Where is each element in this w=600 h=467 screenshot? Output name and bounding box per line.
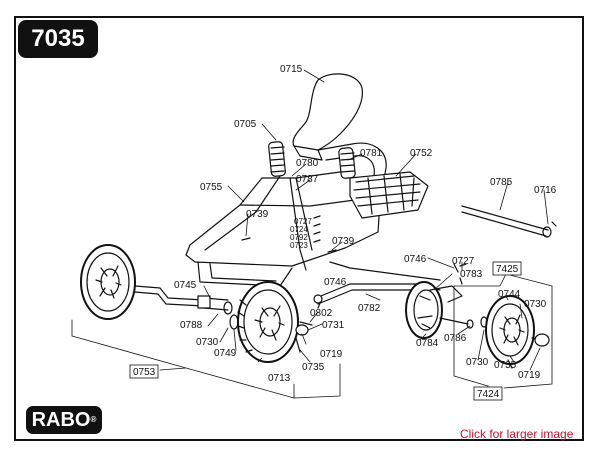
label-nut-center: 0802 <box>310 308 333 319</box>
larger-image-link[interactable]: Click for larger image <box>460 427 574 441</box>
label-screw-b: 0724 <box>290 225 308 234</box>
left-wheel-shape <box>80 244 136 320</box>
label-handle-grip-left: 0705 <box>234 119 257 130</box>
label-front-axle: 0745 <box>174 280 197 291</box>
label-washer-bottom: 0730 <box>466 357 489 368</box>
rear-axle-shape <box>461 205 557 238</box>
label-bolt-center: 0739 <box>332 236 355 247</box>
label-steering-link: 0746 <box>324 277 347 288</box>
diagram-frame[interactable] <box>14 16 584 441</box>
label-screw-right: 0727 <box>452 256 475 267</box>
center-wheel-shape <box>223 281 313 363</box>
label-seat: 0715 <box>280 64 303 75</box>
left-grip-shape <box>268 141 286 177</box>
right-grip-shape <box>338 147 356 179</box>
label-wheel-assembly: 0744 <box>498 289 521 300</box>
label-screw-c: 0792 <box>290 233 308 242</box>
label-wheel-front: 0713 <box>268 373 291 384</box>
label-handle-grip-right: 0781 <box>360 148 383 159</box>
label-bushing: 0786 <box>444 333 467 344</box>
label-screw-d: 0723 <box>290 241 308 250</box>
label-washer-left-2: 0730 <box>196 337 219 348</box>
right-wheel-shape <box>480 295 550 369</box>
kit-box-bottom <box>473 386 503 401</box>
label-rear-axle: 0785 <box>490 177 513 188</box>
label-bolt-left: 0739 <box>246 209 269 220</box>
label-washer-center: 0731 <box>322 320 345 331</box>
label-cap-bottom: 0719 <box>518 370 541 381</box>
hub-wheel-shape <box>405 263 474 339</box>
group-box-front <box>129 364 159 379</box>
label-screw-a: 0727 <box>294 217 312 226</box>
footrest-shape <box>349 171 429 219</box>
brand-logo: RABO® <box>26 406 102 434</box>
label-steering-link-upper: 0746 <box>404 254 427 265</box>
label-washer-right: 0730 <box>524 299 547 310</box>
label-hub: 0784 <box>416 338 439 349</box>
kit-box-top <box>492 261 522 276</box>
group-bracket-lines <box>71 273 553 399</box>
label-washer-left: 0788 <box>180 320 203 331</box>
label-wheel-kit-bottom: 7424 <box>477 389 500 400</box>
label-frame-pin: 0787 <box>296 174 319 185</box>
frame-shape <box>185 142 387 287</box>
part-labels: 0715 0705 0781 0780 0787 0752 0755 0785 … <box>174 64 557 384</box>
kit-labels: 7425 7424 0753 <box>129 261 522 401</box>
seat-shape <box>292 73 364 161</box>
label-footrest: 0752 <box>410 148 433 159</box>
label-frame: 0755 <box>200 182 223 193</box>
label-tie-rod: 0782 <box>358 303 381 314</box>
label-front-wheel-group: 0753 <box>133 367 156 378</box>
brand-name: RABO <box>31 409 91 431</box>
leader-lines <box>203 69 549 371</box>
model-number-badge: 7035 <box>18 20 98 58</box>
label-spindle: 0783 <box>460 269 483 280</box>
label-bolt-bottom: 0735 <box>494 360 517 371</box>
label-axle-cap: 0716 <box>534 185 557 196</box>
screw-cluster-shape <box>241 215 467 267</box>
label-cap-center: 0719 <box>320 349 343 360</box>
label-frame-bracket: 0780 <box>296 158 319 169</box>
label-wheel-kit-top: 7425 <box>496 264 519 275</box>
brand-registered-mark: ® <box>90 415 97 424</box>
label-spacer-left: 0749 <box>214 348 237 359</box>
label-bolt-front: 0735 <box>302 362 325 373</box>
